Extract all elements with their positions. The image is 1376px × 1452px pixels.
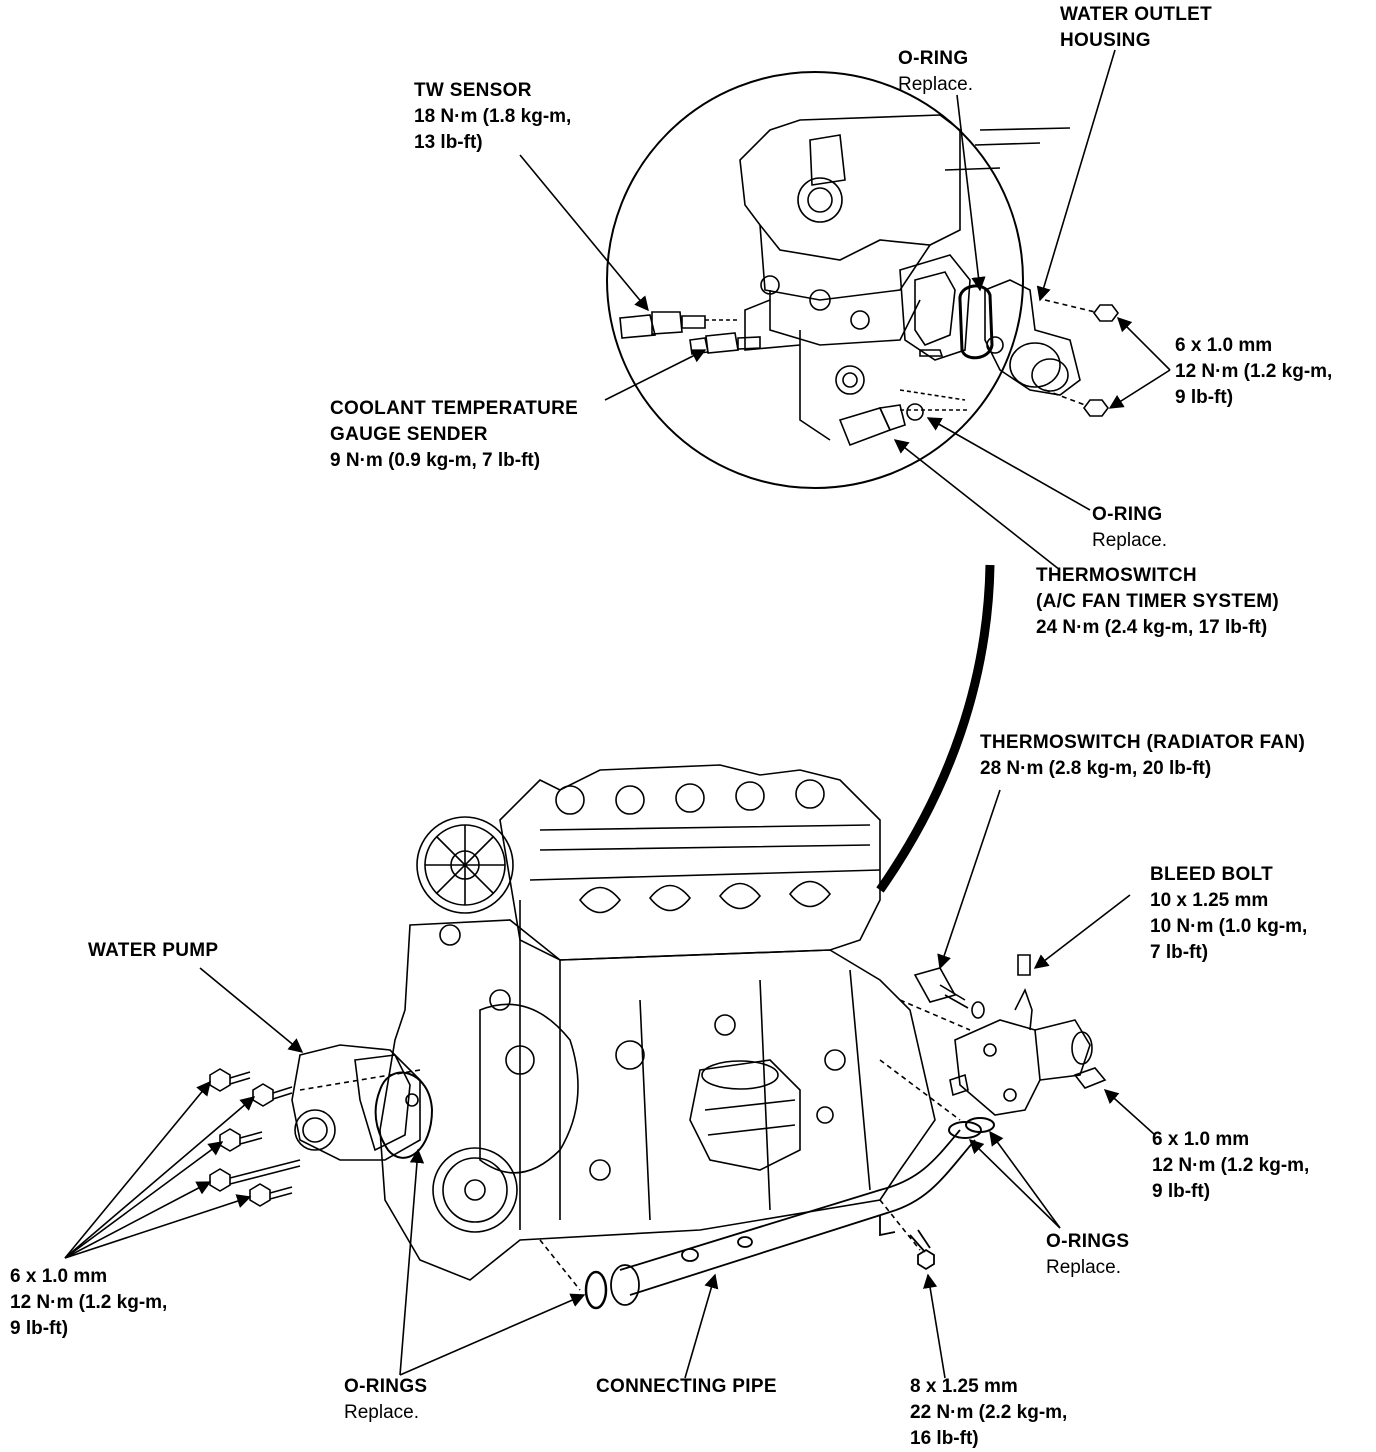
bolt-right-torque1: 12 N·m (1.2 kg-m,: [1152, 1155, 1310, 1176]
label-bolt-right: 6 x 1.0 mm 12 N·m (1.2 kg-m, 9 lb-ft): [1152, 1127, 1309, 1205]
detail-connector-line: [876, 564, 995, 893]
bleed-bolt-name: BLEED BOLT: [1150, 864, 1273, 885]
label-bleed-bolt: BLEED BOLT 10 x 1.25 mm 10 N·m (1.0 kg-m…: [1150, 862, 1307, 966]
detail-callout-circle: [606, 71, 1024, 489]
orings-left-name: O-RINGS: [344, 1376, 428, 1397]
thermoswitch-rad-name: THERMOSWITCH (RADIATOR FAN): [980, 732, 1306, 753]
connecting-pipe-drawing: [584, 1117, 995, 1310]
bleed-bolt-torque1: 10 N·m (1.0 kg-m,: [1150, 916, 1308, 937]
bolt-pipe-size: 8 x 1.25 mm: [910, 1376, 1018, 1397]
bolt-right-torque2: 9 lb-ft): [1152, 1181, 1211, 1202]
bolt-outlet-size: 6 x 1.0 mm: [1175, 335, 1273, 356]
thermoswitch-rad-torque: 28 N·m (2.8 kg-m, 20 lb-ft): [980, 758, 1212, 779]
engine-block-drawing: [299, 764, 971, 1291]
bolt-pipe-torque2: 16 lb-ft): [910, 1428, 979, 1449]
connecting-pipe-name: CONNECTING PIPE: [596, 1376, 777, 1397]
orings-right-note: Replace.: [1046, 1257, 1121, 1278]
leader-lines: [64, 49, 1171, 1379]
label-tw-sensor: TW SENSOR 18 N·m (1.8 kg-m, 13 lb-ft): [414, 78, 571, 156]
coolant-sender-torque: 9 N·m (0.9 kg-m, 7 lb-ft): [330, 450, 541, 471]
water-pump-bolts: [209, 1068, 301, 1207]
detail-housing-drawing: [619, 114, 1119, 447]
oring-top-name: O-RING: [898, 48, 969, 69]
thermoswitch-ac-torque: 24 N·m (2.4 kg-m, 17 lb-ft): [1036, 617, 1268, 638]
label-connecting-pipe: CONNECTING PIPE: [596, 1374, 777, 1400]
tw-sensor-torque2: 13 lb-ft): [414, 132, 483, 153]
tw-sensor-name: TW SENSOR: [414, 80, 532, 101]
label-bolt-left: 6 x 1.0 mm 12 N·m (1.2 kg-m, 9 lb-ft): [10, 1264, 167, 1342]
label-orings-right: O-RINGS Replace.: [1046, 1229, 1129, 1281]
label-water-pump: WATER PUMP: [88, 938, 218, 964]
bolt-outlet-torque1: 12 N·m (1.2 kg-m,: [1175, 361, 1333, 382]
thermoswitch-ac-line2: (A/C FAN TIMER SYSTEM): [1036, 591, 1280, 612]
label-bolt-pipe: 8 x 1.25 mm 22 N·m (2.2 kg-m, 16 lb-ft): [910, 1374, 1067, 1452]
label-bolt-outlet: 6 x 1.0 mm 12 N·m (1.2 kg-m, 9 lb-ft): [1175, 333, 1332, 411]
label-orings-left: O-RINGS Replace.: [344, 1374, 427, 1426]
water-outlet-housing-line1: WATER OUTLET: [1060, 4, 1213, 25]
label-water-outlet-housing: WATER OUTLET HOUSING: [1060, 2, 1212, 54]
bolt-left-torque1: 12 N·m (1.2 kg-m,: [10, 1292, 168, 1313]
label-thermoswitch-radiator: THERMOSWITCH (RADIATOR FAN) 28 N·m (2.8 …: [980, 730, 1305, 782]
bolt-outlet-torque2: 9 lb-ft): [1175, 387, 1234, 408]
bolt-right-size: 6 x 1.0 mm: [1152, 1129, 1250, 1150]
bleed-bolt-size: 10 x 1.25 mm: [1150, 890, 1269, 911]
bolt-left-torque2: 9 lb-ft): [10, 1318, 69, 1339]
bolt-left-size: 6 x 1.0 mm: [10, 1266, 108, 1287]
outlet-housing-right-drawing: [913, 954, 1107, 1116]
orings-left-note: Replace.: [344, 1402, 419, 1423]
bleed-bolt-torque2: 7 lb-ft): [1150, 942, 1209, 963]
oring-mid-note: Replace.: [1092, 530, 1167, 551]
label-coolant-temp-sender: COOLANT TEMPERATURE GAUGE SENDER 9 N·m (…: [330, 396, 578, 474]
label-oring-mid: O-RING Replace.: [1092, 502, 1167, 554]
water-pump-name: WATER PUMP: [88, 940, 219, 961]
bolt-pipe-torque1: 22 N·m (2.2 kg-m,: [910, 1402, 1068, 1423]
tw-sensor-torque1: 18 N·m (1.8 kg-m,: [414, 106, 572, 127]
water-outlet-housing-line2: HOUSING: [1060, 30, 1151, 51]
label-thermoswitch-ac: THERMOSWITCH (A/C FAN TIMER SYSTEM) 24 N…: [1036, 563, 1279, 641]
coolant-sender-line1: COOLANT TEMPERATURE: [330, 398, 579, 419]
orings-right-name: O-RINGS: [1046, 1231, 1130, 1252]
thermoswitch-ac-line1: THERMOSWITCH: [1036, 565, 1197, 586]
oring-mid-name: O-RING: [1092, 504, 1163, 525]
label-oring-top: O-RING Replace.: [898, 46, 973, 98]
oring-top-note: Replace.: [898, 74, 973, 95]
coolant-sender-line2: GAUGE SENDER: [330, 424, 488, 445]
water-pump-drawing: [291, 1044, 434, 1161]
